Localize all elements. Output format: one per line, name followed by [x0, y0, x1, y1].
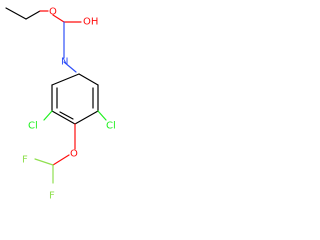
bond-c-f-top — [34, 158, 54, 166]
bond-cl-right — [97, 110, 107, 121]
atom-fluorine-top-label: F — [22, 155, 28, 166]
bond-ring-inner-bottom — [59, 111, 74, 120]
atom-ether-o-label: O — [70, 149, 78, 160]
bond-n-ring — [63, 61, 77, 73]
atom-chlorine-right-label: Cl — [106, 121, 116, 132]
bond-ethyl-terminal — [5, 7, 27, 20]
bond-ring-top-right — [78, 73, 99, 86]
bond-cl-left — [43, 110, 53, 121]
bond-ether-o-c — [52, 154, 70, 166]
atom-hydroxyl-o-label: OH — [83, 17, 98, 28]
bond-ester-o-right — [52, 14, 65, 23]
atom-fluorine-bottom-label: F — [49, 191, 55, 202]
bond-ring-top-left — [51, 73, 80, 86]
molecule-structure: O OH N Cl Cl O F F — [5, 7, 116, 202]
bond-ethyl-ch2 — [25, 10, 41, 20]
bond-ring-bottom-right — [74, 110, 99, 125]
atom-amine-n-label: N — [61, 57, 68, 68]
bond-ring-bottom-left — [51, 110, 76, 125]
atom-ester-o-label: O — [49, 7, 57, 18]
atom-chlorine-left-label: Cl — [28, 121, 38, 132]
